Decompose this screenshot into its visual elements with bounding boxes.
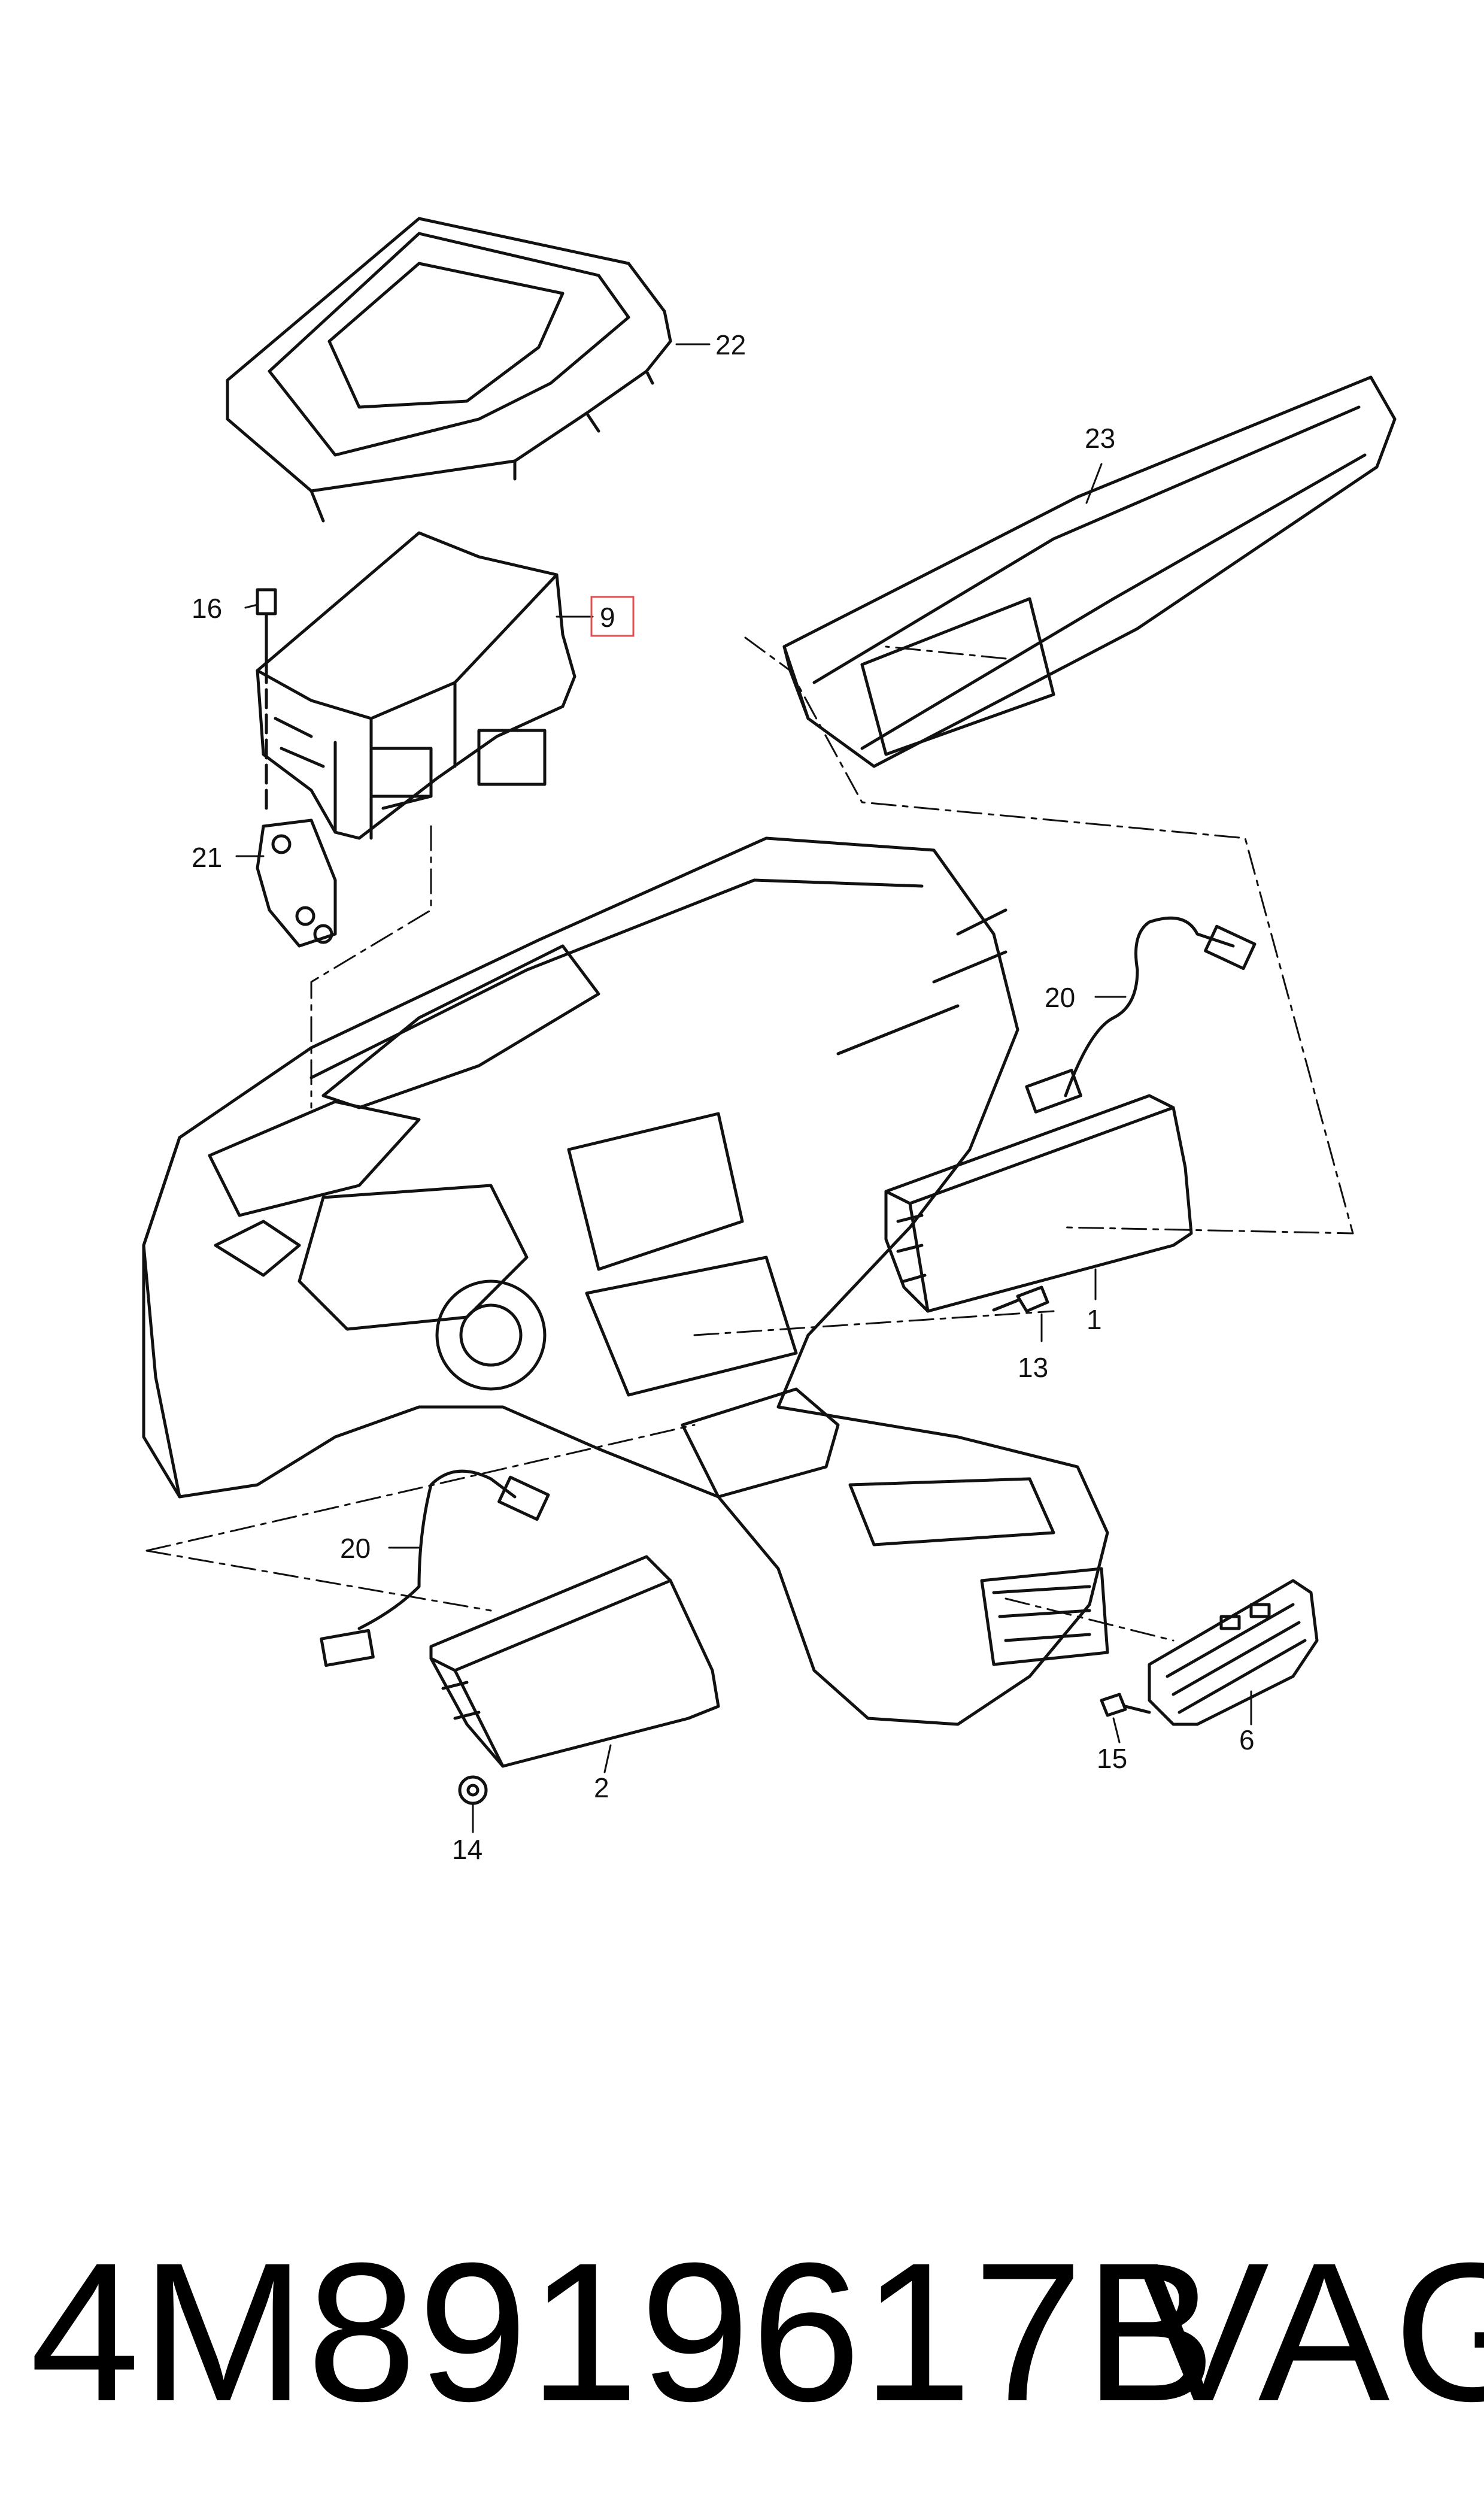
- brand-name: VAG: [1137, 2221, 1484, 2442]
- part-20-cable-lower: [320, 1469, 550, 1667]
- part-13-screw: [992, 1285, 1049, 1313]
- part-20-cable-upper: [1025, 916, 1257, 1114]
- part-21-bracket: [256, 818, 337, 948]
- part-14-nut: [458, 1775, 488, 1805]
- callout-9: 9: [600, 602, 615, 633]
- part-2-display-module: [429, 1555, 720, 1768]
- callout-13: 13: [1018, 1352, 1048, 1383]
- part-6-control-unit: [1148, 1579, 1319, 1726]
- part-number: 4M8919617B: [30, 2221, 1218, 2442]
- callout-14: 14: [452, 1834, 482, 1865]
- callout-21: 21: [192, 842, 222, 873]
- part-1-display-module: [884, 1094, 1193, 1313]
- callout-6: 6: [1239, 1724, 1255, 1755]
- callout-leaders: [235, 343, 1252, 1833]
- callout-9-highlight-box: [590, 596, 635, 637]
- footer: 4M8919617B VAG: [0, 2209, 1484, 2461]
- part-9-display-unit: [256, 531, 576, 840]
- callout-20-lower: 20: [340, 1533, 371, 1564]
- callout-23: 23: [1085, 423, 1115, 454]
- callout-22: 22: [715, 329, 746, 360]
- callout-20-upper: 20: [1045, 982, 1075, 1013]
- part-22-trim-frame: [226, 217, 672, 523]
- part-16-screw: [256, 588, 277, 816]
- callout-15: 15: [1097, 1743, 1127, 1774]
- assembly-reference-lines: [145, 636, 1354, 1642]
- callout-1: 1: [1087, 1304, 1102, 1335]
- dashboard-outline: [142, 836, 1109, 1726]
- callout-labels: 22 23 16 9 21 20 1 13 20 2 14 15 6: [192, 329, 1255, 1865]
- part-15-screw: [1100, 1693, 1151, 1717]
- exploded-view-svg: 22 23 16 9 21 20 1 13 20 2 14 15 6: [142, 217, 1397, 1865]
- callout-16: 16: [192, 593, 222, 624]
- callout-2: 2: [594, 1772, 609, 1803]
